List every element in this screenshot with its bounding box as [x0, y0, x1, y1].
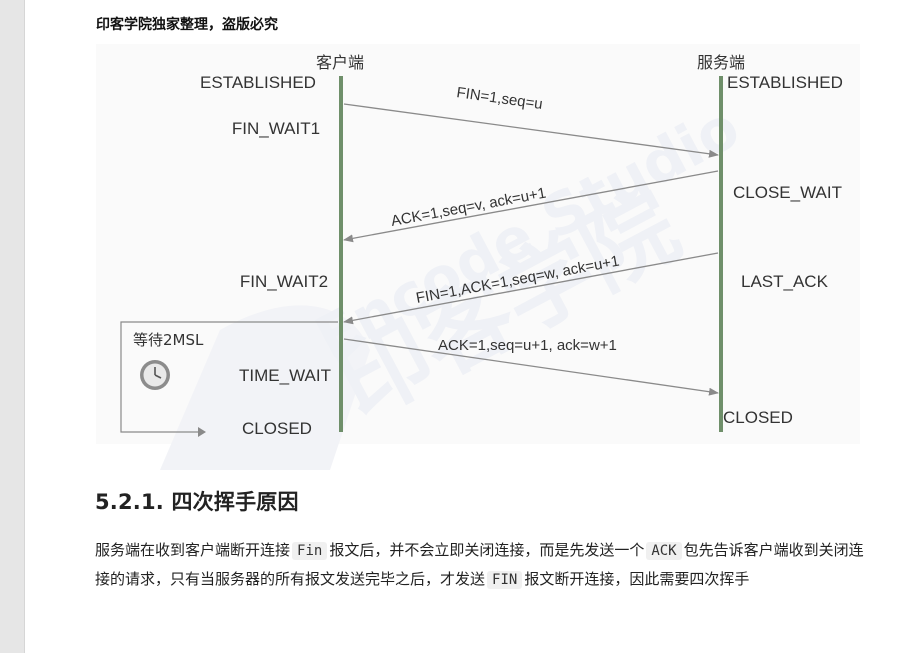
- header-note: 印客学院独家整理，盗版必究: [96, 17, 278, 33]
- wait-bracket: [120, 321, 338, 433]
- paragraph-text-3: 包先告诉客户端收到关闭连接的请求，只有当服务器的所有报文发送完毕之后，才发送: [95, 541, 864, 588]
- client-state-closed: CLOSED: [242, 419, 312, 438]
- paragraph-text-2: 报文后，并不会立即关闭连接，而是先发送一个: [329, 541, 645, 559]
- code-fin: Fin: [292, 542, 328, 560]
- paragraph-text-4: 报文断开连接，因此需要四次挥手: [524, 570, 750, 588]
- wait-bracket-arrowhead: [198, 427, 206, 437]
- message-arrow-final-ack: [343, 338, 719, 396]
- paragraph-text-1: 服务端在收到客户端断开连接: [95, 541, 291, 559]
- server-state-last-ack: LAST_ACK: [741, 272, 829, 291]
- client-state-fin-wait2: FIN_WAIT2: [240, 272, 328, 291]
- section-title: 5.2.1. 四次挥手原因: [95, 490, 299, 514]
- wait-2msl-label: 等待2MSL: [133, 331, 204, 349]
- client-label: 客户端: [316, 53, 364, 72]
- client-state-time-wait: TIME_WAIT: [239, 366, 331, 385]
- message-arrow-fin-ack: [343, 252, 719, 325]
- message-label-final-ack: ACK=1,seq=u+1, ack=w+1: [438, 337, 617, 354]
- tcp-four-way-handshake-diagram: Encode Studio 印客学院 客户端 服务端 ESTABLISHED F…: [120, 53, 843, 470]
- server-state-closed: CLOSED: [723, 408, 793, 427]
- left-gutter: [0, 0, 24, 653]
- server-state-close-wait: CLOSE_WAIT: [733, 183, 842, 202]
- server-label: 服务端: [697, 53, 745, 72]
- message-arrow-ack: [343, 170, 719, 243]
- client-state-fin-wait1: FIN_WAIT1: [232, 119, 320, 138]
- code-fin-upper: FIN: [487, 571, 523, 589]
- message-arrow-fin: [343, 103, 719, 158]
- client-state-established: ESTABLISHED: [200, 73, 316, 92]
- clock-icon: [140, 360, 170, 390]
- server-state-established: ESTABLISHED: [727, 73, 843, 92]
- gutter-divider: [24, 0, 25, 653]
- code-ack: ACK: [646, 542, 682, 560]
